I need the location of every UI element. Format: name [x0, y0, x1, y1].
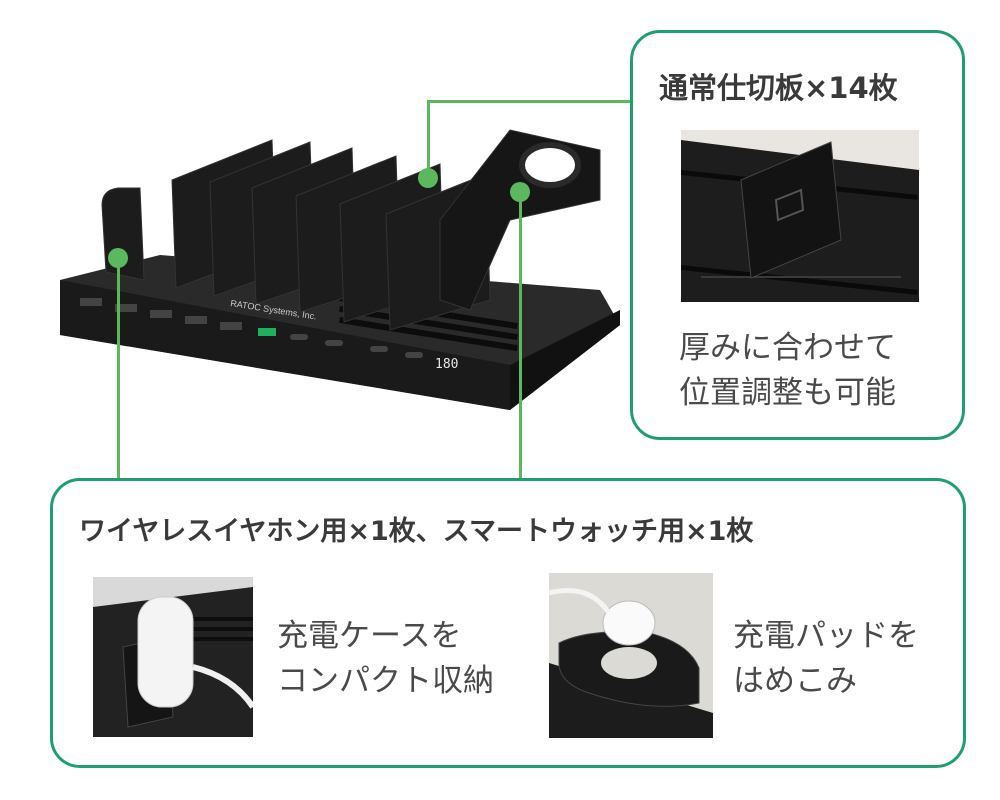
earbuds-desc-line2: コンパクト収納	[277, 663, 494, 699]
divider-connector-line-v	[427, 100, 430, 178]
watch-desc-line2: はめこみ	[733, 663, 857, 699]
earbuds-photo-image	[93, 587, 253, 737]
divider-photo	[681, 130, 919, 302]
charging-station-illustration: RATOC Systems, Inc. 180	[60, 129, 620, 410]
watch-desc-line1: 充電パッドを	[733, 618, 919, 654]
product-display-text: 180	[435, 357, 458, 372]
watch-photo	[549, 573, 713, 738]
divider-callout-title: 通常仕切板×14枚	[659, 71, 898, 105]
accessory-callout-title: ワイヤレスイヤホン用×1枚、スマートウォッチ用×1枚	[79, 516, 754, 547]
watch-connector-line	[519, 190, 522, 480]
divider-photo-image	[681, 140, 919, 302]
watch-connector-dot	[510, 182, 530, 202]
divider-callout: 通常仕切板×14枚 厚みに合わせて 位置調整も可能	[630, 30, 965, 440]
watch-photo-image	[549, 588, 713, 738]
earbuds-connector-dot	[108, 248, 128, 268]
divider-connector-dot	[418, 168, 438, 188]
earbuds-desc-line1: 充電ケースを	[277, 618, 462, 654]
divider-callout-desc-line2: 位置調整も可能	[679, 375, 896, 411]
divider-callout-desc-line1: 厚みに合わせて	[679, 330, 896, 366]
accessory-callout: ワイヤレスイヤホン用×1枚、スマートウォッチ用×1枚 充電ケースを コンパクト収…	[50, 478, 966, 768]
divider-connector-line-h	[427, 100, 632, 103]
earbuds-connector-line	[117, 255, 120, 480]
earbuds-photo	[93, 577, 253, 737]
